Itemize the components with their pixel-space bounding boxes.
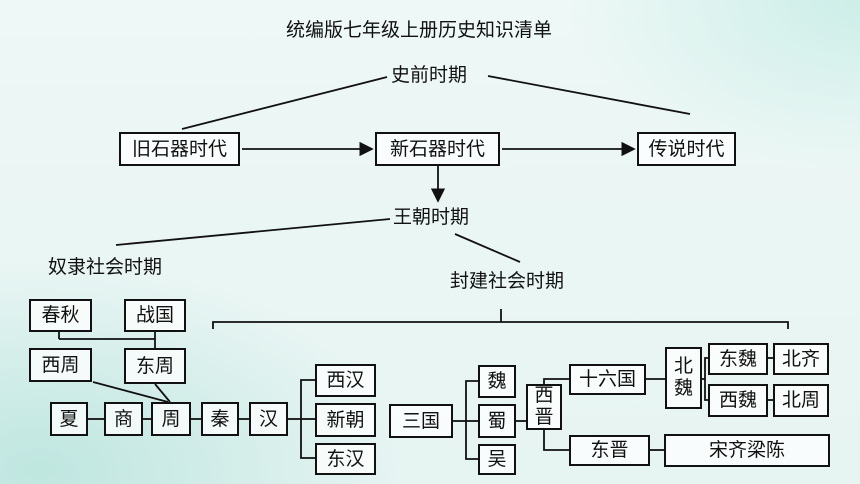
line-dynasty-slave — [115, 218, 391, 246]
box-qin: 秦 — [201, 402, 239, 436]
box-western-jin: 西 晋 — [526, 384, 562, 430]
three-kingdoms-bracket — [465, 380, 478, 460]
label-feudal-society: 封建社会时期 — [450, 270, 565, 292]
box-southern-dynasties: 宋齐梁陈 — [664, 434, 830, 467]
box-zhou: 周 — [151, 402, 191, 436]
feudal-brace — [212, 321, 789, 329]
box-han: 汉 — [249, 402, 288, 436]
box-spring-autumn: 春秋 — [29, 299, 92, 332]
box-western-wei: 西魏 — [708, 384, 768, 417]
box-wu: 吴 — [478, 444, 516, 475]
northern-wei-bracket — [704, 357, 708, 401]
box-eastern-han: 东汉 — [315, 443, 376, 475]
line-eastern-zhou-zhou — [154, 383, 171, 403]
label-dynasty-period: 王朝时期 — [393, 206, 470, 228]
northern-wei-top: 北 — [673, 355, 693, 378]
label-prehistoric: 史前时期 — [391, 64, 468, 86]
box-legend-age: 传说时代 — [637, 132, 736, 166]
box-eastern-zhou: 东周 — [124, 348, 186, 384]
box-western-han: 西汉 — [315, 364, 376, 397]
western-jin-top: 西 — [534, 384, 554, 407]
box-three-kingdoms: 三国 — [389, 404, 453, 438]
box-new-stone-age: 新石器时代 — [375, 132, 500, 166]
northern-wei-bottom: 魏 — [673, 377, 693, 399]
box-northern-qi: 北齐 — [773, 343, 829, 375]
box-xin-dynasty: 新朝 — [315, 403, 376, 437]
line-dynasty-feudal — [454, 233, 521, 263]
line-prehistoric-legend — [487, 75, 691, 115]
line-western-zhou-zhou — [92, 381, 169, 403]
box-eastern-jin: 东晋 — [569, 435, 650, 466]
box-sixteen-kingdoms: 十六国 — [569, 364, 646, 395]
box-shang: 商 — [104, 402, 143, 436]
box-old-stone-age: 旧石器时代 — [119, 132, 240, 166]
box-western-zhou: 西周 — [29, 348, 92, 382]
line-jin-eastern — [543, 430, 569, 451]
western-jin-bottom: 晋 — [534, 406, 554, 428]
box-northern-zhou: 北周 — [773, 384, 829, 417]
line-jin-sixteen — [543, 378, 569, 384]
box-warring-states: 战国 — [124, 299, 186, 332]
line-prehistoric-old — [181, 76, 388, 130]
box-northern-wei: 北 魏 — [665, 347, 702, 409]
box-xia: 夏 — [50, 402, 88, 436]
box-eastern-wei: 东魏 — [708, 343, 768, 375]
box-wei: 魏 — [478, 365, 516, 398]
page-title: 统编版七年级上册历史知识清单 — [286, 19, 553, 41]
box-shu: 蜀 — [478, 404, 516, 438]
label-slave-society: 奴隶社会时期 — [48, 256, 163, 278]
